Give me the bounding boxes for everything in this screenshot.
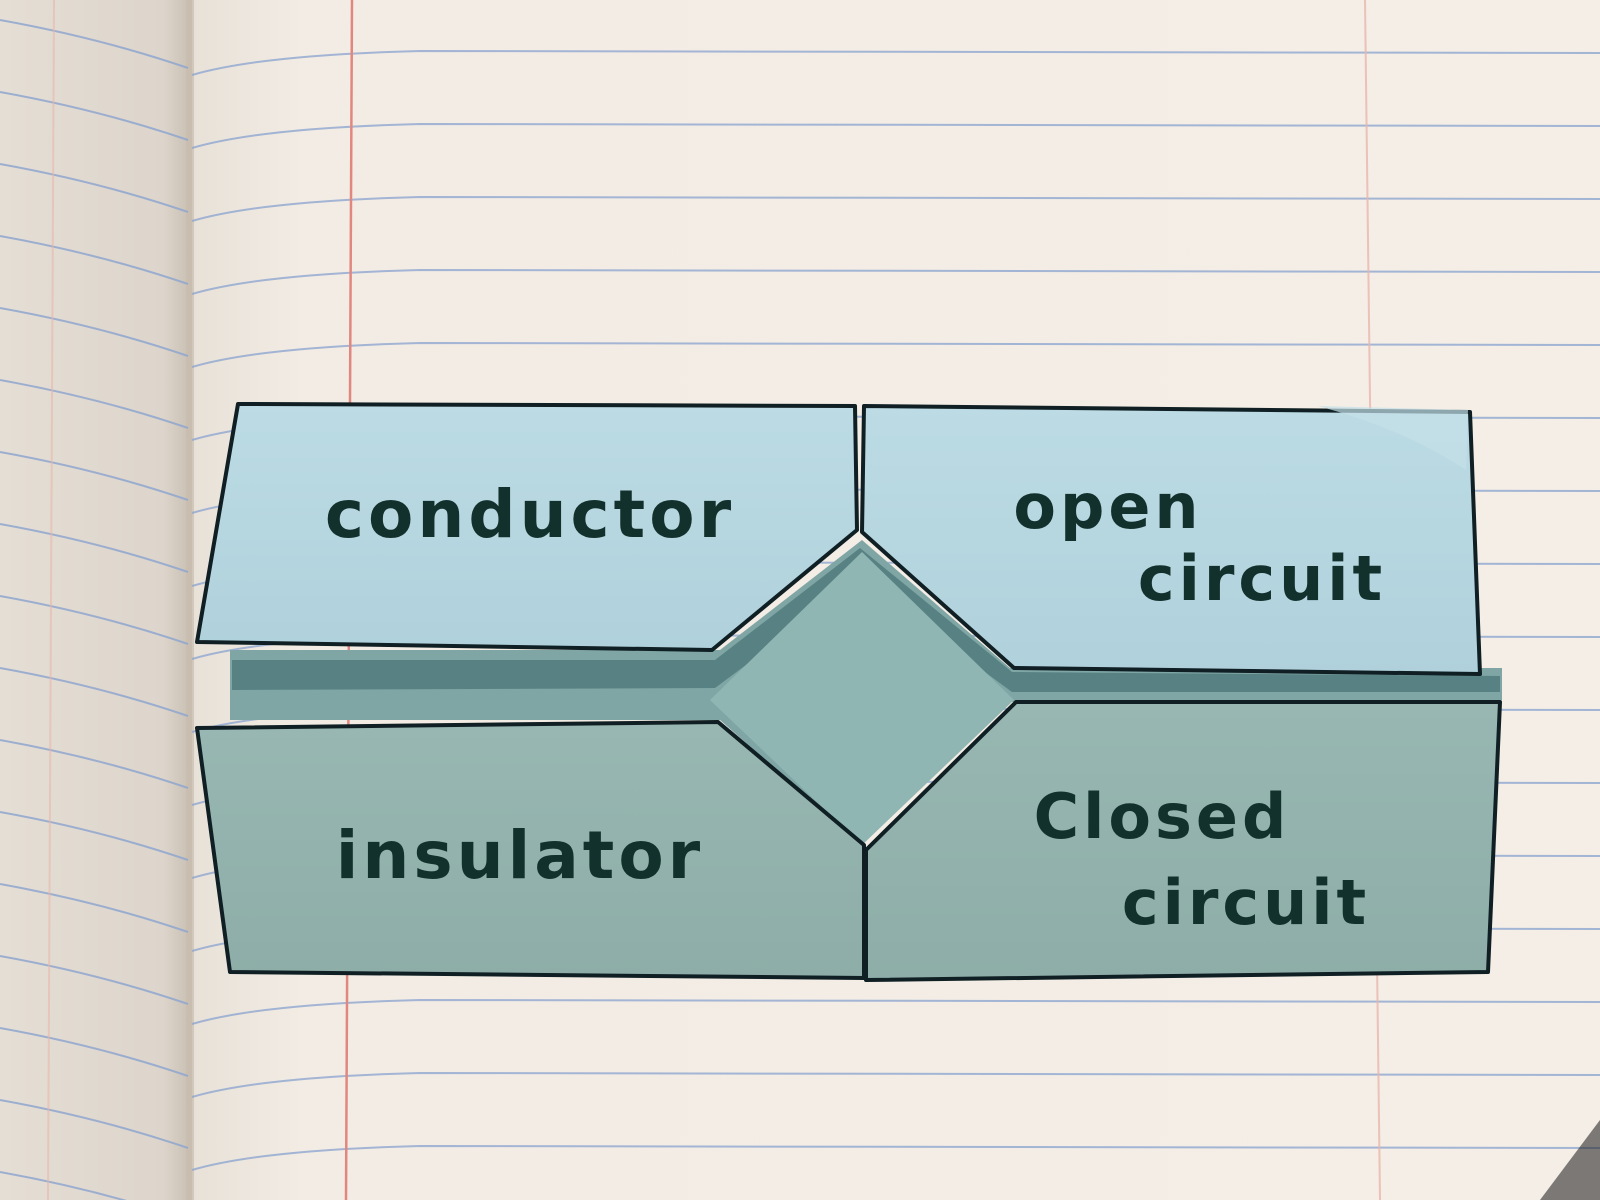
rule-line bbox=[0, 667, 189, 717]
rule-line bbox=[0, 955, 189, 1005]
rule-line bbox=[0, 19, 189, 69]
rule-line bbox=[191, 49, 1600, 76]
flap-insulator-label: insulator bbox=[336, 817, 704, 894]
rule-line bbox=[191, 1144, 1600, 1171]
center-panel bbox=[710, 552, 1014, 845]
rule-line bbox=[0, 379, 189, 429]
left-page bbox=[0, 0, 192, 1200]
flap-closed-circuit[interactable] bbox=[864, 700, 1502, 982]
rule-line bbox=[191, 268, 1600, 295]
flap-closed-circuit-label-line1: Closed bbox=[1034, 780, 1291, 853]
rule-line bbox=[0, 883, 189, 933]
flap-closed-circuit-label-line2: circuit bbox=[1122, 866, 1370, 939]
rule-line bbox=[0, 1099, 189, 1149]
rule-line bbox=[0, 307, 189, 357]
rule-line bbox=[0, 163, 189, 213]
rule-line bbox=[191, 998, 1600, 1025]
left-page-rule-lines bbox=[0, 19, 189, 1200]
rule-line bbox=[191, 195, 1600, 222]
rule-line bbox=[191, 122, 1600, 149]
flap-open-circuit-label-line1: open bbox=[1013, 470, 1202, 543]
flap-open-circuit-label-line2: circuit bbox=[1138, 542, 1386, 615]
rule-line bbox=[0, 739, 189, 789]
rule-line bbox=[0, 451, 189, 501]
flap-conductor[interactable] bbox=[195, 402, 859, 652]
flap-conductor-label: conductor bbox=[325, 476, 735, 553]
corner-shadow bbox=[1540, 1120, 1600, 1200]
rule-line bbox=[191, 1071, 1600, 1098]
notebook-spine bbox=[186, 0, 194, 1200]
flap-corner-curl bbox=[1318, 406, 1468, 470]
rule-line bbox=[0, 235, 189, 285]
rule-line bbox=[0, 1027, 189, 1077]
foldable: conductor open circuit insulator Closed … bbox=[195, 402, 1502, 982]
rule-line bbox=[0, 1171, 127, 1200]
rule-line bbox=[191, 341, 1600, 368]
rule-line bbox=[0, 91, 189, 141]
rule-line bbox=[0, 595, 189, 645]
rule-line bbox=[0, 523, 189, 573]
left-page-margin-line bbox=[47, 0, 55, 1200]
rule-line bbox=[0, 811, 189, 861]
